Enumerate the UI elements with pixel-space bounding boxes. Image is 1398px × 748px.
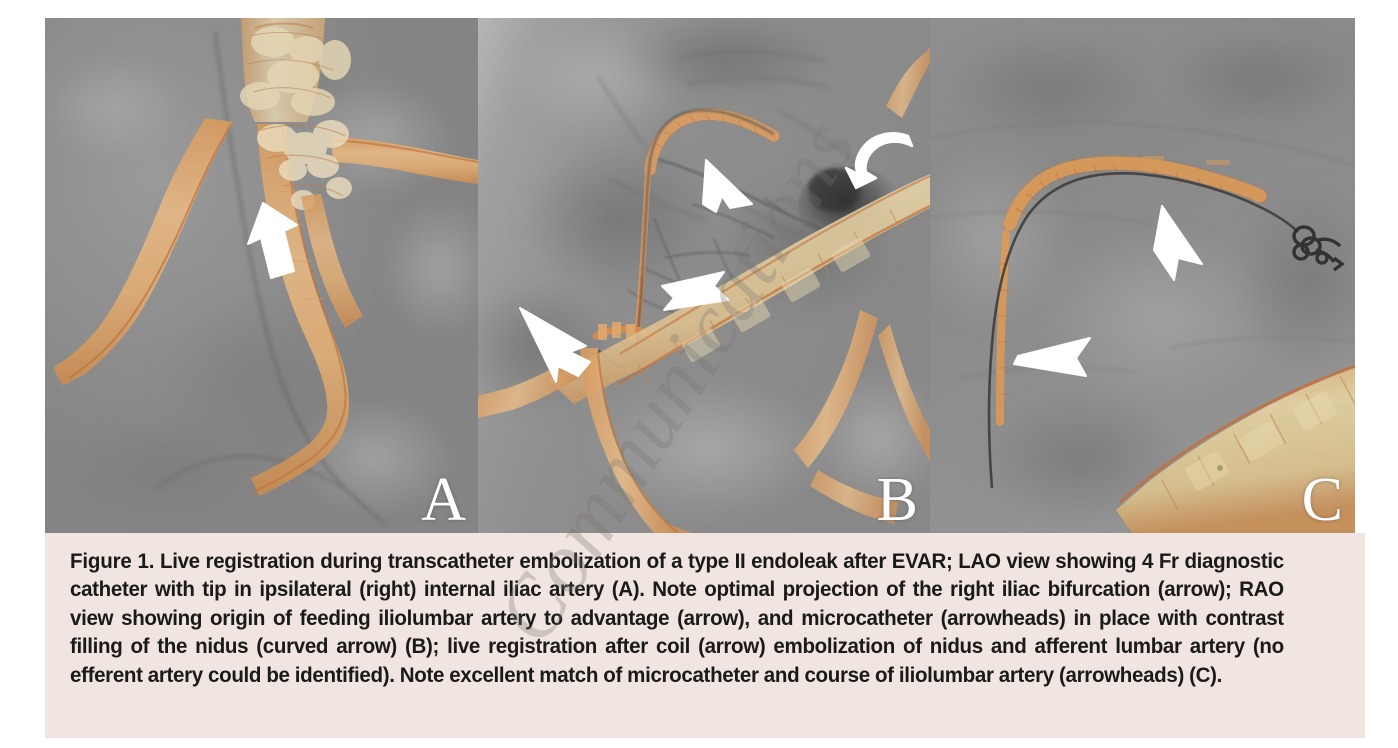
panel-c-post-embolization: C [930, 18, 1355, 533]
nidus-core [808, 168, 860, 212]
external-iliac-vessel [580, 348, 692, 533]
soft-tissue-shadows [930, 28, 1355, 528]
arrowhead-microcatheter-lower [661, 271, 729, 311]
top-right-vessel [886, 48, 930, 118]
figure-caption-box: Figure 1. Live registration during trans… [45, 533, 1365, 738]
tissue-contours [930, 122, 1355, 379]
branch-vessel-right [330, 136, 478, 184]
panel-a-lao-view: A [45, 18, 478, 533]
iliolumbar-artery-overlay [996, 155, 1268, 426]
left-iliac-vessel [53, 118, 233, 386]
coil-mass [1292, 225, 1345, 272]
microcatheter-line [635, 109, 775, 349]
stentgraft-limb [548, 174, 930, 404]
arrow-iliac-bifurcation [247, 202, 298, 279]
arrowhead-microcatheter-upper [702, 159, 753, 213]
stentgraft-limb [1116, 364, 1355, 533]
right-branch-vessels [794, 310, 930, 524]
distal-branch [301, 194, 363, 328]
panel-letter-c: C [1301, 466, 1343, 533]
panel-letter-b: B [876, 466, 918, 533]
soft-tissue-shadows [478, 18, 930, 518]
figure-caption: Figure 1. Live registration during trans… [70, 547, 1284, 689]
catheter-loop [156, 454, 344, 489]
curved-arrow-nidus [844, 132, 914, 190]
panel-b-rao-view: B [478, 18, 930, 533]
microcatheter-line [987, 172, 1299, 489]
figure-caption-text: Live registration during transcatheter e… [70, 549, 1284, 687]
arrowhead-iliolumbar-lower [1013, 337, 1091, 377]
arrow-iliolumbar-origin [519, 307, 591, 383]
figure-label: Figure 1. [70, 549, 155, 573]
panel-b-image [478, 18, 930, 533]
panel-a-image [45, 18, 478, 533]
stentgraft-overlay [240, 18, 351, 122]
iliac-bifurcation-region [257, 120, 352, 210]
panel-c-image [930, 18, 1355, 533]
figure-panel-strip: A [45, 18, 1355, 533]
arrowhead-iliolumbar-upper [1153, 205, 1203, 281]
panel-letter-a: A [421, 466, 466, 533]
